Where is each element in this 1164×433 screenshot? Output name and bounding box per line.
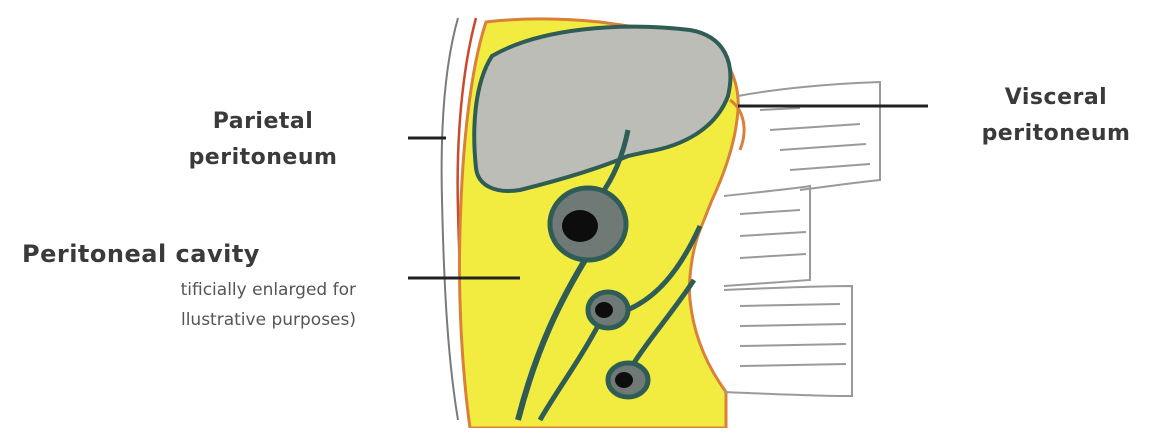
body-wall-outer — [442, 18, 458, 420]
label-visceral-line2: peritoneum — [950, 116, 1162, 152]
organ-large-core — [562, 210, 598, 242]
spine-outline — [724, 82, 880, 396]
organ-small-core — [615, 372, 633, 388]
label-peritoneal-cavity: Peritoneal cavity — [22, 238, 260, 270]
label-visceral-peritoneum: Visceral peritoneum — [950, 80, 1162, 152]
label-cavity-note-line1: tificially enlarged for — [181, 276, 356, 304]
label-cavity-note-line2: llustrative purposes) — [181, 306, 356, 334]
label-parietal-peritoneum: Parietal peritoneum — [158, 104, 368, 176]
vertebra-lines — [740, 108, 870, 366]
organ-middle-core — [595, 302, 613, 318]
label-parietal-line2: peritoneum — [158, 140, 368, 176]
label-parietal-line1: Parietal — [158, 104, 368, 140]
label-visceral-line1: Visceral — [950, 80, 1162, 116]
